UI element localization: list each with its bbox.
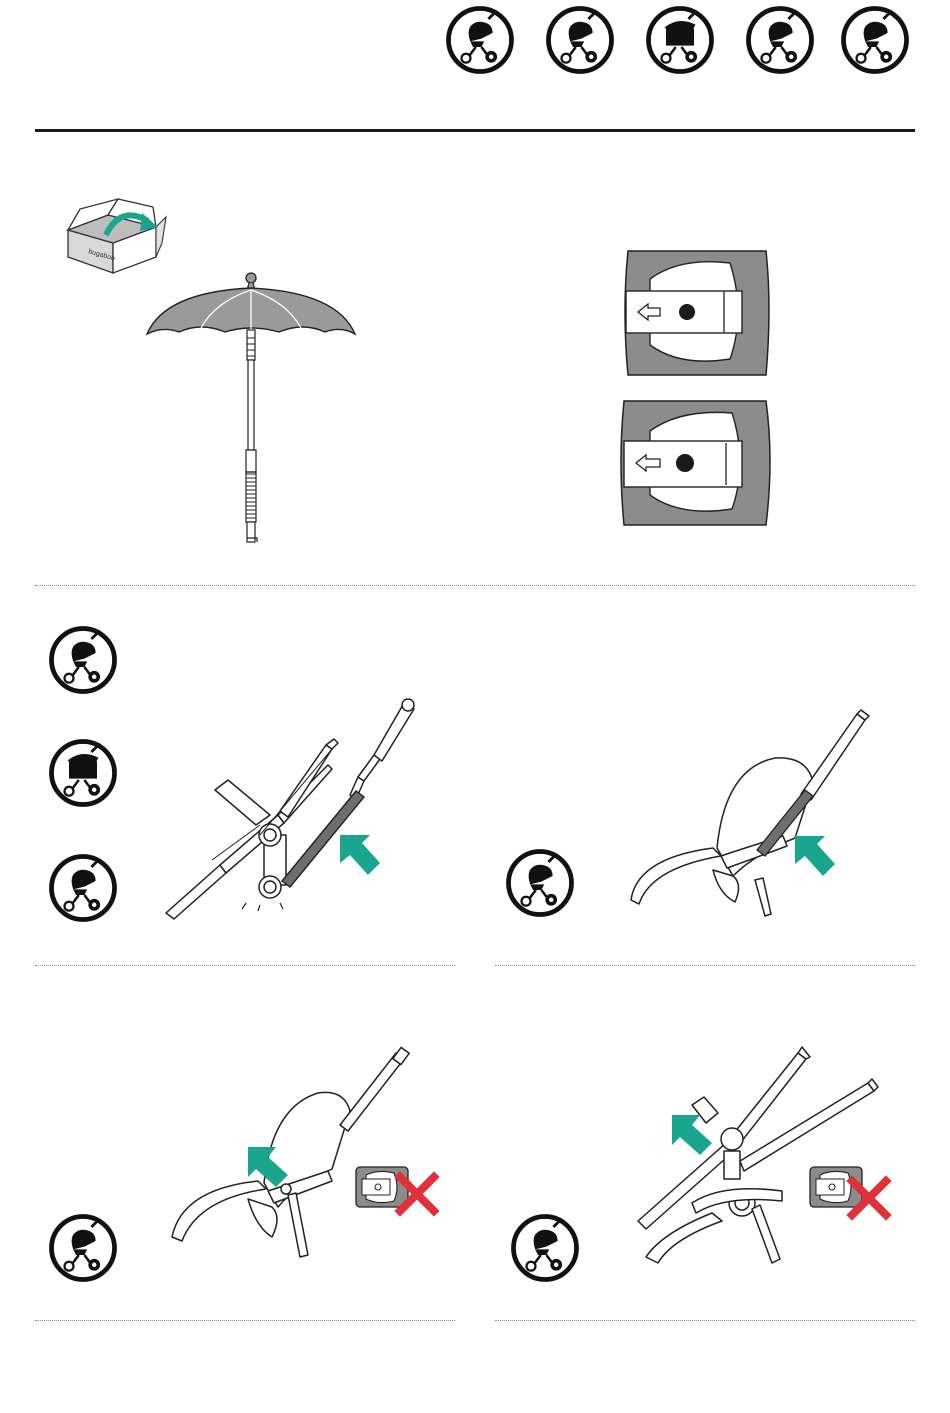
wrong-mount-illustration-2	[632, 1043, 902, 1273]
header-divider	[35, 129, 915, 132]
section-divider	[35, 585, 915, 586]
frame-mount-illustration	[160, 695, 425, 925]
clip-plate-top	[625, 251, 769, 375]
seat-mount-illustration	[625, 708, 875, 923]
stroller-seat-icon	[840, 5, 910, 75]
stroller-seat-icon	[745, 5, 815, 75]
stroller-seat-icon	[505, 848, 575, 918]
stroller-seat-icon	[48, 853, 118, 923]
stroller-carrycot-icon	[48, 738, 118, 808]
section-divider	[495, 1320, 915, 1321]
wrong-mount-illustration-1	[168, 1045, 458, 1270]
clip-plate-bottom	[621, 401, 770, 525]
section-divider	[495, 965, 915, 966]
unbox-icon: bugaboo	[58, 195, 173, 275]
parasol-illustration	[145, 268, 360, 553]
section-divider	[35, 965, 455, 966]
stroller-seat-icon	[545, 5, 615, 75]
stroller-seat-icon	[48, 1213, 118, 1283]
stroller-seat-icon	[48, 625, 118, 695]
arrow-up-right	[340, 835, 380, 875]
stroller-seat-icon	[445, 5, 515, 75]
section-divider	[35, 1320, 455, 1321]
stroller-seat-icon	[510, 1213, 580, 1283]
stroller-carrycot-icon	[645, 5, 715, 75]
mounting-clip-illustration	[620, 247, 775, 532]
arrow-up-right	[795, 836, 835, 876]
